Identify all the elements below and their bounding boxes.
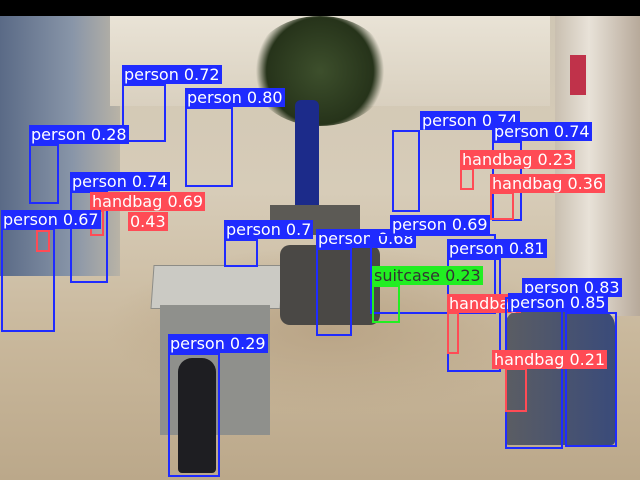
detection-label: person 0.80 bbox=[185, 88, 285, 107]
bounding-box bbox=[505, 368, 527, 412]
bounding-box bbox=[185, 107, 233, 187]
kiosk-top bbox=[150, 265, 284, 309]
detection-label: person 0.28 bbox=[29, 125, 129, 144]
detection-label: handbag bbox=[447, 294, 522, 313]
bounding-box bbox=[29, 144, 59, 204]
right-walking-group bbox=[505, 310, 615, 445]
detection-label: person 0.69 bbox=[390, 215, 490, 234]
detection-label: person 0.85 bbox=[508, 293, 608, 312]
bounding-box bbox=[565, 312, 617, 447]
detection-label: person 0.29 bbox=[168, 334, 268, 353]
bounding-box bbox=[447, 312, 459, 354]
bounding-box bbox=[122, 84, 166, 142]
bounding-box bbox=[370, 234, 496, 314]
palm-tree-fronds bbox=[250, 16, 390, 126]
top-black-bar bbox=[0, 0, 640, 16]
dark-foreground-figure bbox=[178, 358, 216, 473]
detection-label: person 0.67 bbox=[1, 210, 101, 229]
detection-label: person 0.72 bbox=[122, 65, 222, 84]
detection-label: person 0.7 bbox=[224, 220, 314, 239]
bounding-box bbox=[490, 192, 514, 220]
shop-sign-red bbox=[570, 55, 586, 95]
bounding-box bbox=[316, 248, 352, 336]
detection-label: handbag 0.36 bbox=[490, 174, 606, 193]
bounding-box bbox=[372, 285, 400, 323]
left-storefront bbox=[0, 16, 120, 276]
detection-label: person 0.74 bbox=[70, 172, 170, 191]
bounding-box bbox=[70, 191, 108, 283]
detection-label: handbag 0.21 bbox=[492, 350, 608, 369]
palm-tree-trunk bbox=[295, 100, 319, 220]
detection-label: person 0.74 bbox=[492, 122, 592, 141]
bounding-box bbox=[1, 228, 55, 332]
seated-group bbox=[280, 245, 380, 325]
bounding-box bbox=[224, 239, 258, 267]
detection-label: handbag 0.23 bbox=[460, 150, 576, 169]
detection-label: 0.43 bbox=[128, 212, 168, 231]
bounding-box bbox=[36, 230, 50, 252]
detection-label: person 0.81 bbox=[447, 239, 547, 258]
detection-label: suitcase 0.23 bbox=[372, 266, 483, 285]
bounding-box bbox=[460, 168, 474, 190]
bounding-box bbox=[168, 353, 220, 477]
detection-label: handbag 0.69 bbox=[90, 192, 206, 211]
bounding-box bbox=[392, 130, 420, 212]
detection-label: person 0.83 bbox=[522, 278, 622, 297]
